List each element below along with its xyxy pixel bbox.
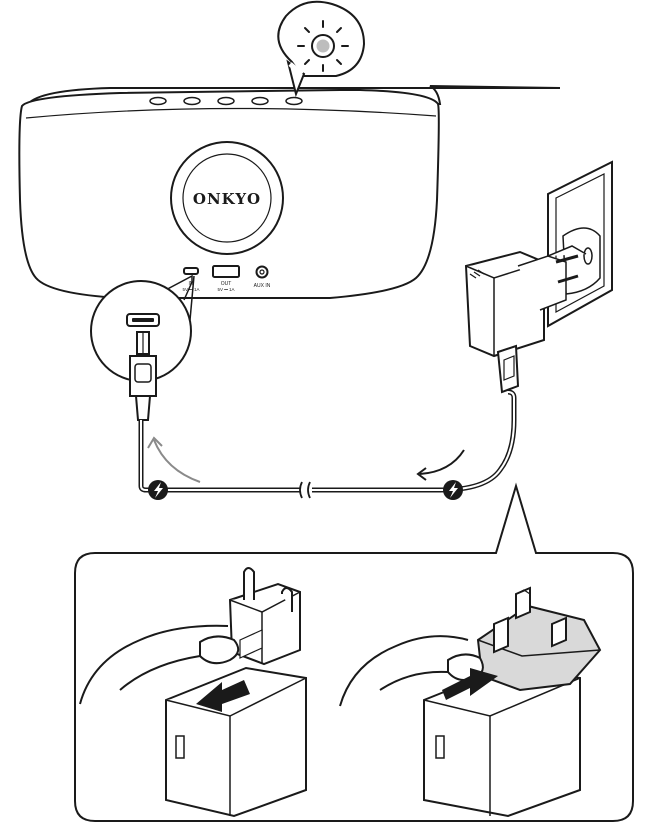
cable-break-symbol [300, 482, 310, 498]
lightning-charge-icon [148, 480, 168, 500]
micro-usb-zoom-callout [91, 276, 194, 420]
port-aux-label: AUX IN [254, 283, 271, 289]
port-in-rating: 5V ⎓ 1A [182, 287, 199, 292]
flow-arrow-right [418, 450, 464, 480]
brand-logo-text: ONKYO [193, 190, 261, 208]
flow-arrow-left [148, 438, 200, 482]
lightning-charge-icon [443, 480, 463, 500]
port-out-rating: 5V ⎓ 1A [217, 287, 234, 292]
power-led-indicator-icon [278, 2, 364, 94]
